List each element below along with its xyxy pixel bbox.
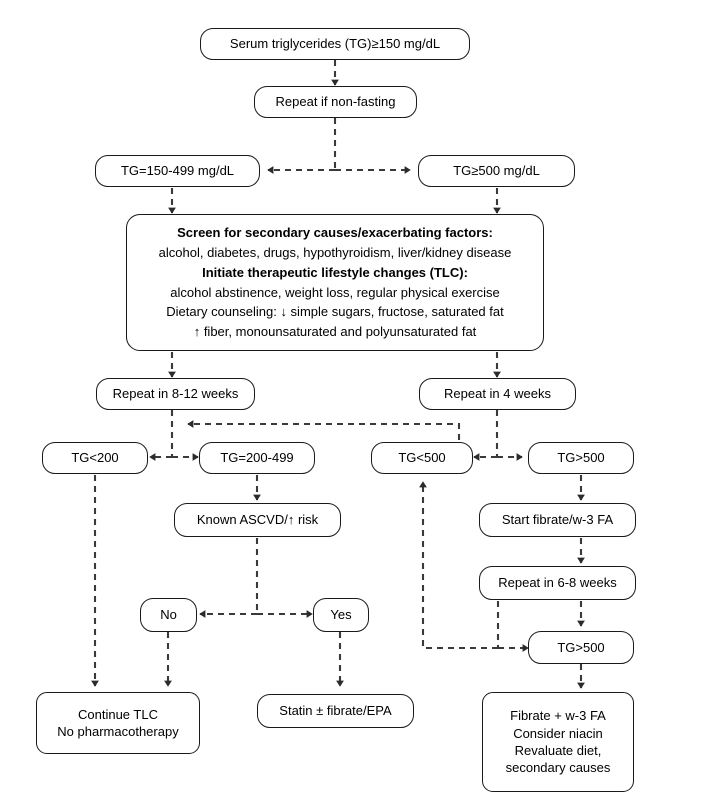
- node-fibrate-combo-line-0: Fibrate + w-3 FA: [510, 708, 606, 724]
- node-tg-lt-500[interactable]: TG<500: [371, 442, 473, 474]
- node-tg-200-499[interactable]: TG=200-499: [199, 442, 315, 474]
- node-continue-tlc[interactable]: Continue TLC No pharmacotherapy: [36, 692, 200, 754]
- node-tg-lt-500-line-0: TG<500: [398, 450, 446, 466]
- node-known-ascvd-line-0: Known ASCVD/↑ risk: [196, 512, 319, 528]
- node-repeat-nonfasting-line-0: Repeat if non-fasting: [275, 94, 396, 110]
- node-tg-200-499-line-0: TG=200-499: [220, 450, 294, 466]
- node-tg-ge-500[interactable]: TG≥500 mg/dL: [418, 155, 575, 187]
- node-tg-150-499-line-0: TG=150-499 mg/dL: [120, 163, 235, 179]
- node-answer-yes[interactable]: Yes: [313, 598, 369, 632]
- node-tg-gt-500-bottom[interactable]: TG>500: [528, 631, 634, 664]
- node-screen-box-line-2: Initiate therapeutic lifestyle changes (…: [202, 264, 468, 280]
- node-answer-yes-line-0: Yes: [330, 607, 352, 623]
- node-fibrate-combo[interactable]: Fibrate + w-3 FA Consider niacin Revalua…: [482, 692, 634, 792]
- node-start-fibrate[interactable]: Start fibrate/w-3 FA: [479, 503, 636, 537]
- node-statin[interactable]: Statin ± fibrate/EPA: [257, 694, 414, 728]
- node-tg-gt-500-bottom-line-0: TG>500: [557, 639, 605, 655]
- node-statin-line-0: Statin ± fibrate/EPA: [279, 703, 392, 719]
- node-repeat-8-12-weeks[interactable]: Repeat in 8-12 weeks: [96, 378, 255, 410]
- node-serum-tg[interactable]: Serum triglycerides (TG)≥150 mg/dL: [200, 28, 470, 60]
- node-start-fibrate-line-0: Start fibrate/w-3 FA: [501, 512, 614, 528]
- node-screen-box-line-4: Dietary counseling: ↓ simple sugars, fru…: [166, 304, 504, 320]
- node-screen-box-line-3: alcohol abstinence, weight loss, regular…: [170, 284, 500, 300]
- node-screen-box-line-5: ↑ fiber, monounsaturated and polyunsatur…: [193, 324, 477, 339]
- node-fibrate-combo-line-1: Consider niacin: [513, 725, 603, 741]
- node-tg-lt-200[interactable]: TG<200: [42, 442, 148, 474]
- node-continue-tlc-line-0: Continue TLC: [78, 706, 158, 722]
- node-repeat-nonfasting[interactable]: Repeat if non-fasting: [254, 86, 417, 118]
- node-screen-box[interactable]: Screen for secondary causes/exacerbating…: [126, 214, 544, 351]
- node-repeat-6-8-weeks-line-0: Repeat in 6-8 weeks: [498, 575, 617, 591]
- node-continue-tlc-line-1: No pharmacotherapy: [57, 724, 179, 739]
- node-tg-lt-200-line-0: TG<200: [71, 450, 119, 466]
- node-fibrate-combo-line-3: secondary causes: [505, 760, 611, 776]
- edge-feedback-to-tglt500: [419, 481, 498, 650]
- node-repeat-6-8-weeks[interactable]: Repeat in 6-8 weeks: [479, 566, 636, 600]
- node-tg-gt-500-top[interactable]: TG>500: [528, 442, 634, 474]
- node-repeat-8-12-weeks-line-0: Repeat in 8-12 weeks: [112, 386, 239, 402]
- node-answer-no[interactable]: No: [140, 598, 197, 632]
- node-tg-ge-500-line-0: TG≥500 mg/dL: [453, 163, 540, 179]
- node-tg-gt-500-top-line-0: TG>500: [557, 450, 605, 466]
- node-fibrate-combo-line-2: Revaluate diet,: [514, 743, 602, 758]
- node-known-ascvd[interactable]: Known ASCVD/↑ risk: [174, 503, 341, 537]
- edge-feedback-to-repeat812: [187, 420, 461, 440]
- node-repeat-4-weeks-line-0: Repeat in 4 weeks: [444, 386, 551, 402]
- node-repeat-4-weeks[interactable]: Repeat in 4 weeks: [419, 378, 576, 410]
- node-tg-150-499[interactable]: TG=150-499 mg/dL: [95, 155, 260, 187]
- node-serum-tg-line-0: Serum triglycerides (TG)≥150 mg/dL: [229, 36, 441, 52]
- node-screen-box-line-1: alcohol, diabetes, drugs, hypothyroidism…: [158, 245, 512, 260]
- node-screen-box-line-0: Screen for secondary causes/exacerbating…: [177, 225, 493, 241]
- node-answer-no-line-0: No: [160, 607, 177, 623]
